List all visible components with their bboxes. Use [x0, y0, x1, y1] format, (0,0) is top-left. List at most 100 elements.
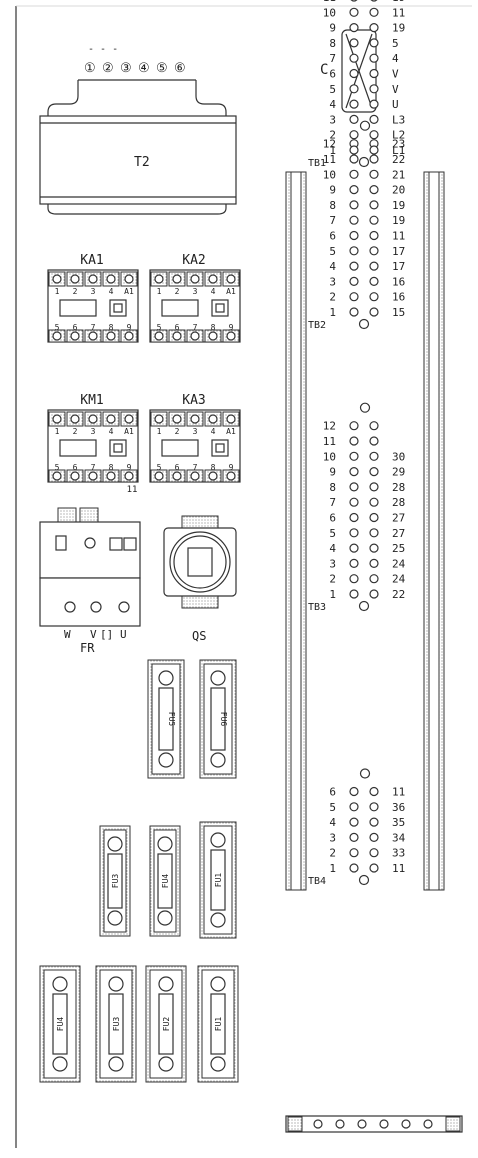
terminal-number: 2: [329, 129, 336, 142]
terminal-number: 6: [329, 68, 336, 81]
terminal-number: 11: [323, 435, 336, 448]
transformer-core: [39, 115, 237, 205]
terminal-wire-number: 19: [392, 22, 405, 35]
terminal-number: 1: [329, 588, 336, 601]
fuse-label: FU3: [111, 874, 120, 889]
terminal-number: 11: [323, 0, 336, 4]
terminal-number: 3: [329, 275, 336, 288]
terminal-number: 6: [329, 230, 336, 243]
relay-bottom-pin: 7: [91, 463, 96, 472]
terminal-wire-number: 17: [392, 245, 405, 258]
terminal-number: 1: [329, 862, 336, 875]
fuse-row3-b: FU3: [95, 965, 137, 1083]
terminal-number: 5: [329, 245, 336, 258]
fuse-label: FU1: [214, 1017, 223, 1032]
terminal-row: 2 24: [329, 573, 405, 586]
terminal-wire-number: 17: [392, 260, 405, 273]
terminal-wire-number: 15: [392, 306, 405, 319]
relay-top-pin: 4: [211, 427, 216, 436]
terminal-row: 11: [323, 435, 379, 448]
fuse-label: FU4: [56, 1017, 65, 1032]
terminal-number: 8: [329, 37, 336, 50]
terminal-wire-number: 33: [392, 847, 405, 860]
relay-bottom-pin: 5: [157, 323, 162, 332]
terminal-number: 6: [329, 512, 336, 525]
relay-top-pin: 4: [109, 427, 114, 436]
terminal-wire-number: 22: [392, 588, 405, 601]
relay-top-pin: 3: [91, 427, 96, 436]
capacitor-label: C: [320, 62, 328, 78]
transformer-terminal-2: ②: [102, 61, 114, 76]
terminal-number: 9: [329, 466, 336, 479]
transformer-terminal-1: ①: [84, 61, 96, 76]
terminal-wire-number: U: [392, 98, 399, 111]
terminal-row: 11 19: [323, 0, 405, 4]
fuse-label: FU6: [219, 712, 228, 727]
terminal-number: 3: [329, 557, 336, 570]
relay-bottom-pin: 8: [211, 323, 216, 332]
terminal-wire-number: 20: [392, 184, 405, 197]
terminal-number: 1: [329, 306, 336, 319]
relay-top-pin: 1: [55, 287, 60, 296]
relay-top-pin: A1: [124, 427, 134, 436]
relay-bottom-pin: 7: [91, 323, 96, 332]
fuse-label: FU1: [214, 873, 223, 888]
fuse-label: FU4: [161, 874, 170, 889]
terminal-wire-number: L3: [392, 113, 405, 126]
terminal-wire-number: 5: [392, 37, 399, 50]
relay-top-pin: 3: [193, 287, 198, 296]
terminal-wire-number: 19: [392, 0, 405, 4]
relay-top-pin: 1: [157, 287, 162, 296]
relay-bottom-pin: 9: [229, 323, 234, 332]
relay-top-pin: 2: [73, 287, 78, 296]
terminal-number: 2: [329, 573, 336, 586]
overload-relay-fr: W V [] U FR: [39, 507, 141, 655]
terminal-wire-number: 29: [392, 466, 405, 479]
terminal-number: 12: [323, 420, 336, 433]
fuse-row3-a: FU4: [39, 965, 81, 1083]
transformer-terminal-3: ③: [120, 61, 132, 76]
terminal-row: 1 22: [329, 588, 405, 601]
relay-top-pin: 4: [211, 287, 216, 296]
relay-top-pin: A1: [226, 427, 236, 436]
relay-bottom-pin: 5: [157, 463, 162, 472]
terminal-number: 7: [329, 496, 336, 509]
terminal-wire-number: 11: [392, 6, 405, 19]
relay-bottom-pin: 7: [193, 323, 198, 332]
relay-label: KA3: [182, 393, 205, 408]
terminal-block-label: TB2: [308, 320, 326, 331]
terminal-number: 2: [329, 291, 336, 304]
terminal-wire-number: 24: [392, 573, 406, 586]
transformer-top-mark: - - -: [88, 44, 118, 55]
relay-bottom-pin: 6: [175, 323, 180, 332]
terminal-number: 6: [329, 786, 336, 799]
terminal-wire-number: 30: [392, 450, 405, 463]
terminal-wire-number: 11: [392, 786, 405, 799]
fr-pin-w: W: [64, 628, 71, 641]
terminal-wire-number: 11: [392, 862, 405, 875]
fr-label: FR: [80, 641, 95, 655]
fuse-row3-d: FU1: [197, 965, 239, 1083]
terminal-wire-number: 19: [392, 199, 405, 212]
terminal-wire-number: 28: [392, 481, 405, 494]
relay-label: KA2: [182, 253, 205, 268]
terminal-number: 5: [329, 801, 336, 814]
